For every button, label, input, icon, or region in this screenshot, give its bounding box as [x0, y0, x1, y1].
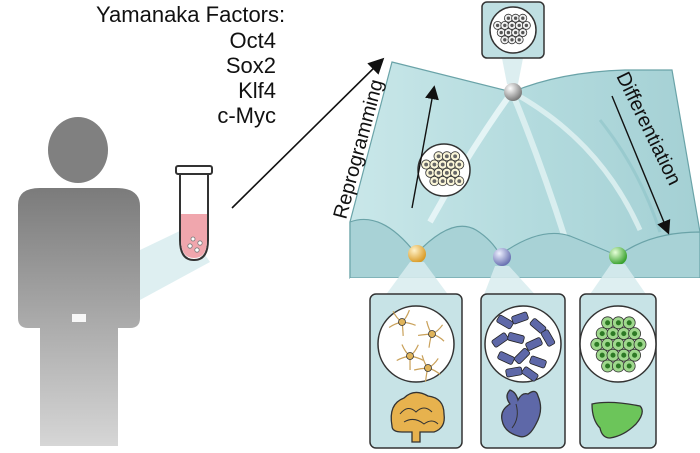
- liver-icon: [591, 401, 643, 439]
- stem-cell-nucleus: [513, 30, 518, 35]
- neuron: [398, 318, 406, 326]
- reprogramming-arrow: [411, 85, 439, 209]
- stem-cell-nucleus: [513, 16, 518, 20]
- pluripotent-sphere: [504, 83, 522, 101]
- liver-sphere: [609, 247, 627, 265]
- neuron-panel: [369, 293, 463, 449]
- cardiac-cells-icon: [491, 311, 556, 382]
- hepatocyte-nucleus: [594, 341, 600, 347]
- cardiomyocyte: [511, 311, 529, 325]
- stem-cell-nucleus: [521, 30, 525, 35]
- cardiomyocyte: [505, 366, 523, 378]
- hepatocyte-nucleus: [605, 341, 611, 347]
- cardiomyocyte: [497, 351, 515, 365]
- ips-cell-nucleus: [440, 179, 445, 184]
- stem-cell-nucleus: [510, 23, 514, 28]
- cardiomyocyte: [521, 366, 539, 382]
- hepatocyte-nucleus: [599, 352, 605, 358]
- neuron-cells-icon: [388, 309, 445, 382]
- hepatocyte-nucleus: [599, 331, 605, 337]
- heart-icon: [501, 389, 542, 438]
- stem-cell-nucleus: [521, 16, 525, 20]
- neuron: [424, 364, 432, 372]
- stem-cell-icon: [493, 13, 531, 45]
- hepatocyte-nucleus: [615, 320, 621, 326]
- ipsc-inset: [417, 143, 471, 197]
- hepatocyte-nucleus: [621, 331, 627, 337]
- hepatocyte-nucleus: [610, 331, 616, 337]
- neuron: [406, 352, 414, 360]
- hepatocyte-nucleus: [632, 331, 638, 337]
- hepatocyte-nucleus: [632, 352, 638, 358]
- ips-cell-nucleus: [444, 154, 449, 159]
- ips-cell-nucleus: [449, 162, 453, 167]
- differentiation-arrow: [611, 95, 671, 235]
- factor-klf4: Klf4: [238, 78, 276, 103]
- factor-sox2: Sox2: [225, 53, 276, 78]
- flow-arrow: [231, 57, 385, 209]
- neuron-sphere: [408, 245, 426, 263]
- ips-cell-nucleus: [457, 179, 462, 184]
- stem-cell-inset: [481, 1, 545, 84]
- hepatocyte-nucleus: [610, 352, 616, 358]
- cardiomyocyte: [513, 347, 531, 365]
- liver-panel: [579, 293, 657, 449]
- factor-cmyc: c-Myc: [217, 103, 276, 128]
- stem-cell-nucleus: [503, 38, 507, 42]
- ips-cell-nucleus: [449, 179, 453, 184]
- ips-cell-nucleus: [444, 170, 449, 175]
- stem-cell-nucleus: [495, 23, 500, 28]
- factors-title: Yamanaka Factors:: [96, 2, 286, 27]
- stem-cell-nucleus: [524, 23, 529, 28]
- neuron: [428, 330, 436, 338]
- cardiomyocyte: [491, 332, 509, 348]
- stem-cell-nucleus: [506, 16, 511, 20]
- factor-oct4: Oct4: [229, 28, 276, 53]
- cardiomyocyte: [496, 314, 514, 330]
- stem-cell-nucleus: [517, 23, 521, 28]
- hepatocyte-nucleus: [605, 363, 611, 369]
- cardiomyocyte: [540, 329, 556, 347]
- hepatocyte-nucleus: [637, 341, 643, 347]
- hepatocyte-nucleus: [626, 341, 632, 347]
- stem-cell-nucleus: [517, 38, 521, 42]
- cardiac-sphere: [493, 248, 511, 266]
- cardiomyocyte: [525, 337, 543, 351]
- stem-cell-nucleus: [510, 38, 514, 42]
- test-tube-icon: [175, 165, 213, 262]
- ips-cell-nucleus: [453, 154, 458, 159]
- ips-cell-nucleus: [457, 162, 462, 167]
- hepatocyte-nucleus: [605, 320, 611, 326]
- cardiomyocyte: [507, 332, 525, 344]
- ips-cell-nucleus: [432, 162, 437, 167]
- hepatocyte-nucleus: [615, 363, 621, 369]
- brain-icon: [390, 391, 445, 443]
- person-icon: [18, 117, 140, 446]
- ips-cell-nucleus: [453, 170, 458, 175]
- ips-cell-nucleus: [436, 170, 441, 175]
- cardiac-panel: [480, 293, 566, 449]
- cardiomyocyte: [529, 355, 547, 369]
- hepatocyte-nucleus: [621, 352, 627, 358]
- ips-cell-nucleus: [432, 179, 437, 184]
- hepatocyte-nucleus: [615, 341, 621, 347]
- ips-cell-nucleus: [428, 170, 433, 175]
- ips-cell-nucleus: [424, 162, 429, 167]
- stem-cell-nucleus: [503, 23, 507, 28]
- stem-cell-nucleus: [506, 30, 511, 35]
- hepatocyte-nucleus: [626, 363, 632, 369]
- liver-cells-icon: [590, 316, 647, 373]
- ips-cell-nucleus: [436, 154, 441, 159]
- hepatocyte-nucleus: [626, 320, 632, 326]
- ips-cell-nucleus: [440, 162, 445, 167]
- stem-cell-nucleus: [499, 30, 503, 35]
